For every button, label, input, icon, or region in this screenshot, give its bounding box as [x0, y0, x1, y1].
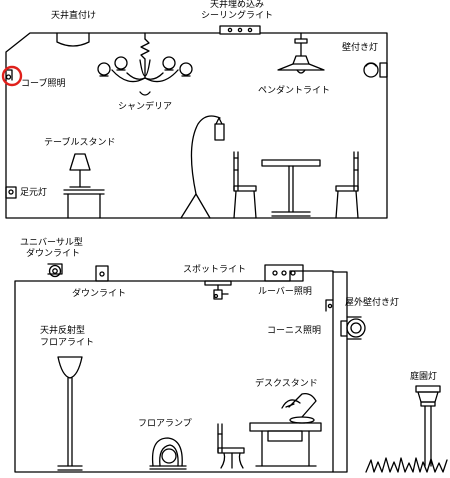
cove-light-icon: [1, 65, 23, 87]
label-universal-line1: ユニバーサル型: [20, 238, 83, 248]
label-table-stand: テーブルスタンド: [44, 138, 116, 148]
wall-lamp-icon: [363, 62, 388, 78]
label-wall-lamp: 壁付き灯: [342, 43, 379, 53]
foot-light-icon: [5, 186, 17, 199]
label-cornice: コーニス照明: [267, 326, 322, 336]
label-uplight-line2: フロアライト: [40, 338, 95, 348]
outdoor-building-wall: [332, 271, 348, 473]
table-stand-icon: [63, 153, 105, 219]
downlight-icon: [95, 265, 109, 282]
ceiling-direct-light-icon: [56, 32, 90, 47]
label-spotlight: スポットライト: [183, 265, 247, 275]
highlight-circle: [1, 65, 23, 87]
outdoor-ground-grass: [365, 457, 448, 473]
label-chandelier: シャンデリア: [118, 102, 173, 112]
arc-floor-lamp-icon: [180, 115, 225, 219]
label-outdoor-wall: 屋外壁付き灯: [345, 298, 400, 308]
louver-light-icon: [264, 264, 304, 282]
label-uplight-line1: 天井反射型: [40, 326, 86, 336]
universal-downlight-icon: [47, 263, 63, 278]
outdoor-wall-lamp-icon: [340, 316, 366, 340]
chandelier-icon: [97, 32, 193, 96]
label-desk-stand: デスクスタンド: [255, 379, 318, 389]
garden-light-icon: [415, 385, 441, 467]
desk-with-stand-icon: [249, 393, 322, 467]
cornice-light-icon: [325, 299, 334, 312]
label-ceiling-direct: 天井直付け: [51, 11, 97, 21]
uplight-floor-lamp-icon: [57, 356, 83, 471]
recessed-ceiling-light-icon: [219, 25, 261, 35]
label-recessed-line2: シーリングライト: [201, 11, 274, 21]
spotlight-icon: [204, 280, 232, 300]
pendant-light-icon: [277, 32, 325, 74]
floor-lamp-icon: [149, 437, 187, 470]
label-pendant: ペンダントライト: [258, 86, 331, 96]
label-universal-line2: ダウンライト: [26, 249, 81, 259]
desk-chair-icon: [217, 423, 245, 469]
label-recessed-line1: 天井埋め込み: [210, 0, 265, 10]
label-floor-lamp: フロアランプ: [138, 419, 192, 429]
label-garden-light: 庭園灯: [410, 372, 438, 382]
dining-table-set-icon: [233, 151, 359, 219]
label-cove: コーブ照明: [21, 79, 66, 89]
label-foot-light: 足元灯: [20, 188, 48, 198]
label-louver: ルーバー照明: [258, 287, 312, 297]
label-downlight: ダウンライト: [72, 289, 127, 299]
